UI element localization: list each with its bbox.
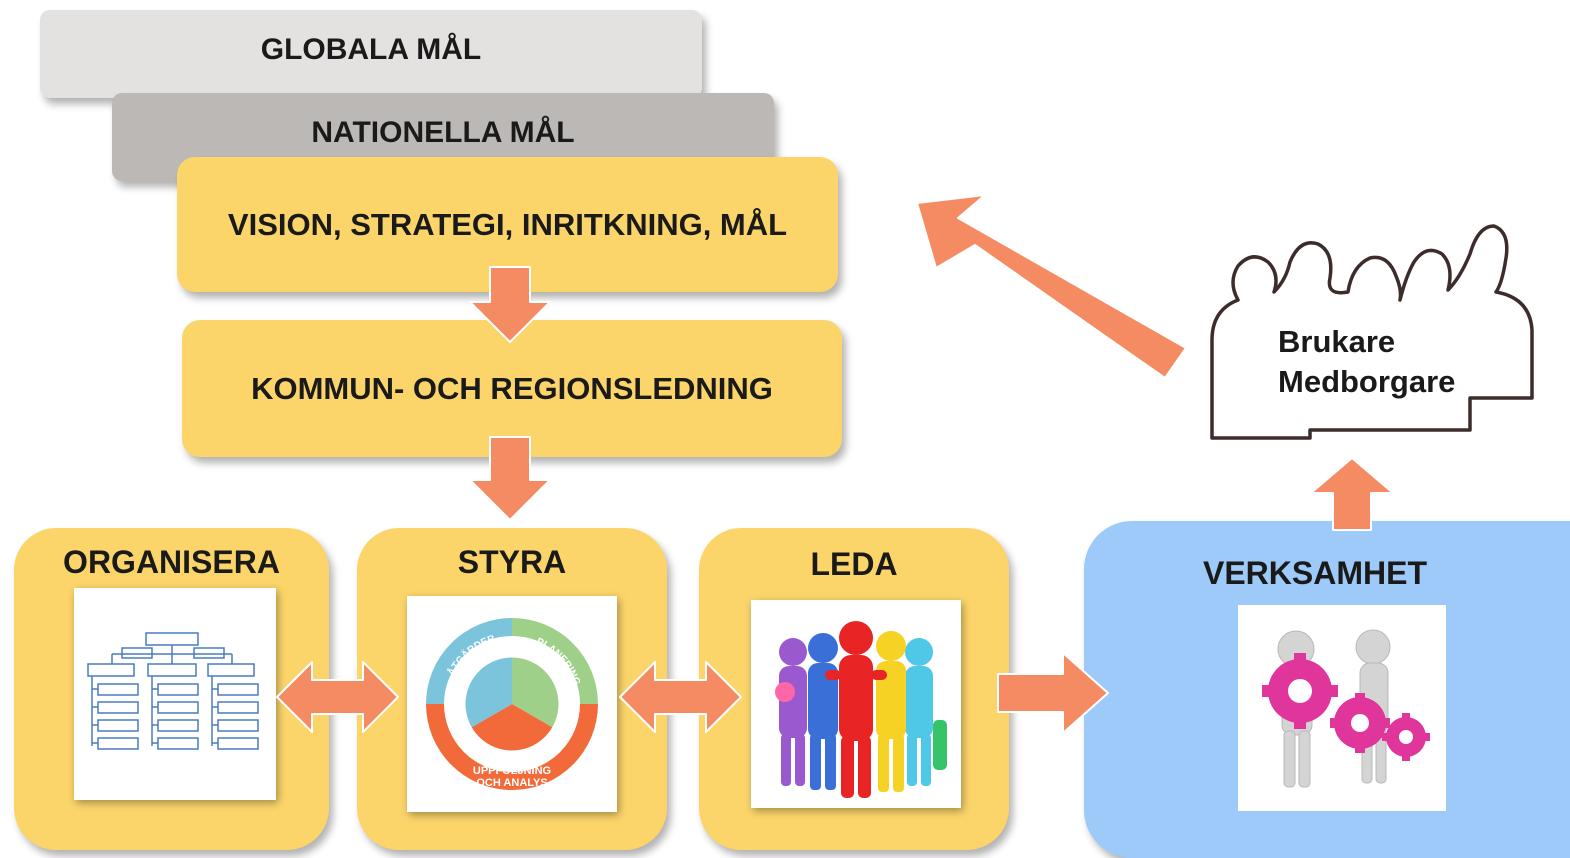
gears-people-icon [1262, 629, 1430, 788]
team-figures-icon [775, 621, 947, 798]
organisera-title: ORGANISERA [63, 544, 280, 580]
verksamhet-title: VERKSAMHET [1202, 555, 1427, 591]
styra-panel: STYRA ÅTGÄRDER PLANERING UPPFÖLJNING OCH [357, 528, 667, 850]
down-arrow-icon [469, 436, 551, 521]
leda-title: LEDA [810, 546, 898, 582]
organisera-panel: ORGANISERA [14, 528, 329, 850]
cycle-image: ÅTGÄRDER PLANERING UPPFÖLJNING OCH ANALY… [407, 596, 617, 812]
org-chart-image [74, 588, 276, 800]
users-label-line2: Medborgare [1278, 364, 1456, 399]
double-arrow-icon [619, 661, 742, 733]
team-image [751, 600, 961, 808]
org-chart-icon [87, 632, 259, 750]
vision-label: VISION, STRATEGI, INRITKNING, MÅL [227, 206, 788, 242]
verksamhet-panel: VERKSAMHET [1084, 521, 1570, 858]
double-arrow-icon [276, 661, 399, 733]
global-goals-box: GLOBALA MÅL [40, 10, 702, 98]
users-group-icon [1210, 224, 1534, 440]
styra-title: STYRA [457, 544, 567, 580]
cycle-label-uppfoljning: UPPFÖLJNING [473, 764, 551, 777]
gears-image [1238, 605, 1446, 811]
right-arrow-icon [997, 652, 1109, 734]
up-arrow-icon [1310, 457, 1394, 531]
leadership-box: KOMMUN- OCH REGIONSLEDNING [182, 320, 842, 457]
users-label-line1: Brukare [1278, 324, 1396, 359]
down-arrow-icon [469, 266, 551, 343]
leda-panel: LEDA [699, 528, 1009, 850]
diagonal-arrow-icon [916, 194, 1187, 379]
users-label: Brukare Medborgare [1278, 322, 1455, 402]
cycle-label-analys: OCH ANALYS [476, 777, 547, 789]
cycle-diagram-icon: ÅTGÄRDER PLANERING UPPFÖLJNING OCH ANALY… [426, 618, 598, 790]
leadership-label: KOMMUN- OCH REGIONSLEDNING [251, 370, 773, 406]
national-goals-label: NATIONELLA MÅL [311, 116, 575, 149]
global-goals-label: GLOBALA MÅL [260, 33, 482, 66]
